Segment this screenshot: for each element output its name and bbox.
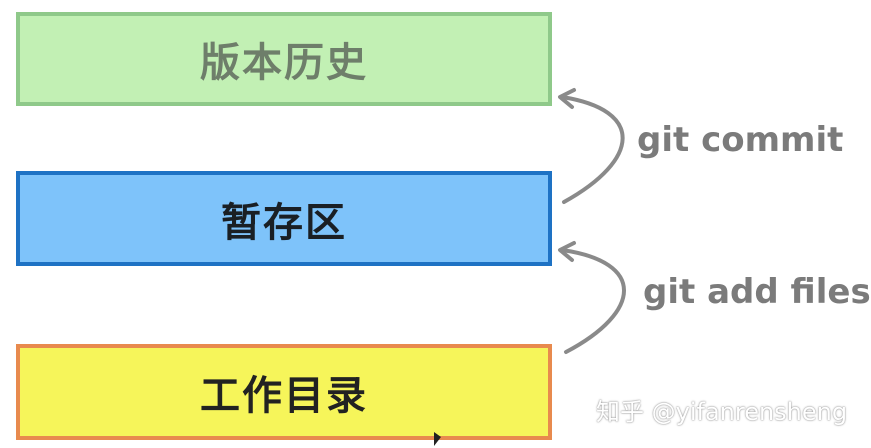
git-commit-label: git commit (637, 120, 844, 160)
add-arrow (560, 248, 626, 354)
version-history-box: 版本历史 (16, 12, 552, 106)
staging-area-label: 暂存区 (221, 199, 347, 246)
commit-arrowhead-icon (558, 88, 576, 109)
mouse-cursor-icon (434, 432, 441, 446)
add-arrowhead-icon (558, 241, 576, 262)
staging-area-box: 暂存区 (16, 171, 552, 266)
working-directory-box: 工作目录 (16, 344, 552, 440)
git-add-files-label: git add files (643, 272, 871, 312)
working-directory-label: 工作目录 (200, 373, 368, 419)
commit-arrow (560, 95, 625, 204)
watermark: 知乎 @yifanrensheng (596, 398, 848, 426)
version-history-label: 版本历史 (200, 40, 368, 86)
